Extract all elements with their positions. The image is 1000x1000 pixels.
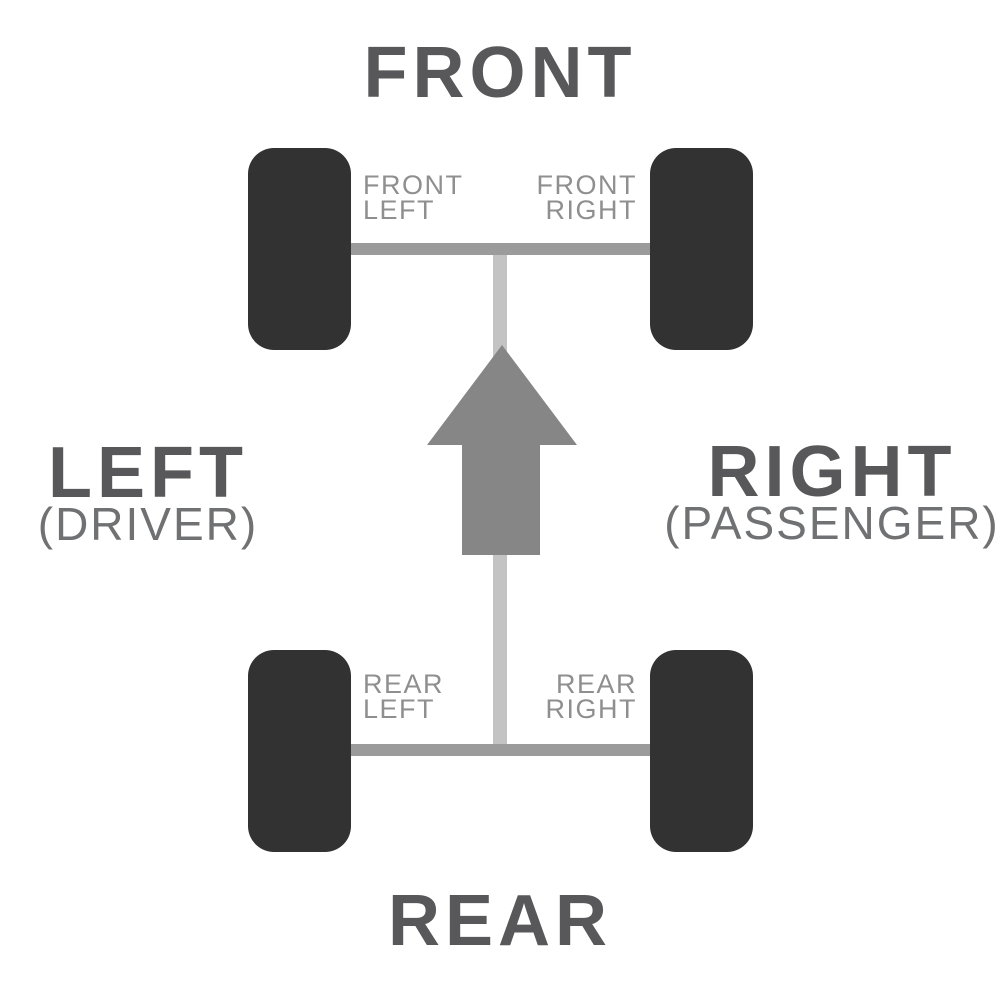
tire-label-rear-right: REAR RIGHT: [545, 669, 638, 724]
tire-label-line: RIGHT: [545, 195, 637, 225]
driver-sublabel: (DRIVER): [37, 498, 259, 550]
tire-label-line: FRONT: [536, 170, 637, 200]
tire-label-line: REAR: [363, 669, 445, 699]
passenger-sublabel: (PASSENGER): [664, 497, 1000, 549]
tire-label-line: FRONT: [363, 170, 464, 200]
tire-label-line: LEFT: [363, 694, 436, 724]
front-axle: [349, 243, 651, 255]
tire-rear-right: [650, 650, 753, 852]
front-direction-arrow-icon: [427, 345, 577, 555]
tire-label-line: REAR: [555, 669, 637, 699]
tire-rear-left: [248, 650, 351, 852]
left-side-label: LEFT: [48, 433, 248, 513]
right-side-label: RIGHT: [707, 432, 957, 512]
tire-label-front-left: FRONT LEFT: [363, 170, 464, 225]
front-title: FRONT: [363, 33, 637, 113]
tire-label-line: RIGHT: [545, 694, 637, 724]
right-side-block: RIGHT (PASSENGER): [660, 436, 1000, 546]
tire-front-left: [248, 148, 351, 350]
rear-axle: [349, 744, 651, 756]
tire-label-line: LEFT: [363, 195, 436, 225]
tire-label-rear-left: REAR LEFT: [363, 669, 445, 724]
rear-title: REAR: [387, 881, 612, 961]
tire-label-front-right: FRONT RIGHT: [536, 170, 637, 225]
tire-front-right: [650, 148, 753, 350]
left-side-block: LEFT (DRIVER): [0, 437, 296, 547]
